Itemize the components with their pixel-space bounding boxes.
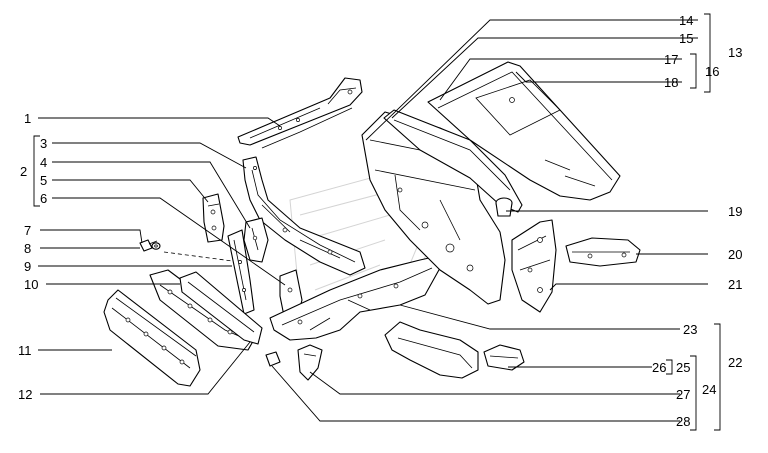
- callout-19: 19: [728, 204, 742, 219]
- part-12-strip: [179, 271, 263, 345]
- part-11-front-crossmember: [103, 289, 201, 387]
- part-22-floor-section: [384, 321, 479, 379]
- callout-5: 5: [40, 173, 47, 188]
- callout-14: 14: [679, 13, 693, 28]
- part-19-bushing: [495, 197, 513, 217]
- part-9-strut: [227, 229, 255, 315]
- part-27-bracket: [297, 344, 323, 381]
- part-8-washer: [151, 242, 161, 250]
- assembly-dash-line: [163, 251, 241, 263]
- callout-16: 16: [705, 64, 719, 79]
- callout-26: 26: [652, 360, 666, 375]
- callout-11: 11: [18, 343, 32, 358]
- leader-lines: [38, 19, 708, 422]
- callout-2: 2: [20, 164, 27, 179]
- callout-7: 7: [24, 223, 31, 238]
- part-5-plate: [202, 193, 225, 243]
- callout-25: 25: [676, 360, 690, 375]
- part-28-tab: [265, 351, 281, 367]
- callout-4: 4: [40, 155, 47, 170]
- callout-20: 20: [728, 247, 742, 262]
- callout-9: 9: [24, 259, 31, 274]
- part-21-side-panel: [511, 219, 557, 313]
- part-4-bracket: [243, 217, 269, 263]
- part-17-plenum: [427, 61, 621, 201]
- group-brackets: [33, 13, 721, 431]
- part-1-upper-rail: [237, 77, 363, 149]
- callout-28: 28: [676, 414, 690, 429]
- part-23-wheelhouse: [269, 255, 441, 341]
- callout-1: 1: [24, 111, 31, 126]
- callout-13: 13: [728, 45, 742, 60]
- callout-8: 8: [24, 241, 31, 256]
- callout-15: 15: [679, 31, 693, 46]
- callout-17: 17: [664, 52, 678, 67]
- callout-21: 21: [728, 277, 742, 292]
- callout-23: 23: [683, 322, 697, 337]
- callout-3: 3: [40, 136, 47, 151]
- callout-6: 6: [40, 191, 47, 206]
- callout-22: 22: [728, 355, 742, 370]
- part-20-support-bracket: [565, 237, 641, 267]
- callout-10: 10: [24, 277, 38, 292]
- callout-27: 27: [676, 387, 690, 402]
- part-15-cowl: [383, 109, 523, 213]
- callout-24: 24: [702, 382, 716, 397]
- callout-18: 18: [664, 75, 678, 90]
- callout-12: 12: [18, 387, 32, 402]
- part-25-clip: [483, 344, 525, 371]
- part-3-side-member: [242, 156, 366, 276]
- part-7-bolt: [139, 239, 158, 252]
